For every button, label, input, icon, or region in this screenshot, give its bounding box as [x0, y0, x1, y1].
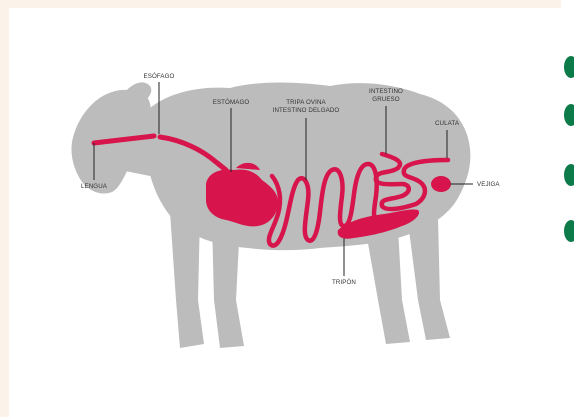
label-intestino: INTESTINO [369, 88, 403, 95]
label-intestino-delgado: INTESTINO DELGADO [273, 107, 340, 114]
label-grueso: GRUESO [372, 96, 400, 103]
label-tripon: TRIPÓN [332, 279, 356, 286]
label-lengua: LENGUA [81, 183, 108, 190]
label-estomago: ESTÓMAGO [213, 99, 250, 106]
label-vejiga: VEJIGA [477, 181, 500, 188]
label-esofago: ESÓFAGO [144, 73, 175, 80]
vejiga-organ [431, 176, 451, 192]
label-tripa-ovina: TRIPA OVINA [286, 99, 326, 106]
label-culata: CULATA [435, 120, 460, 127]
